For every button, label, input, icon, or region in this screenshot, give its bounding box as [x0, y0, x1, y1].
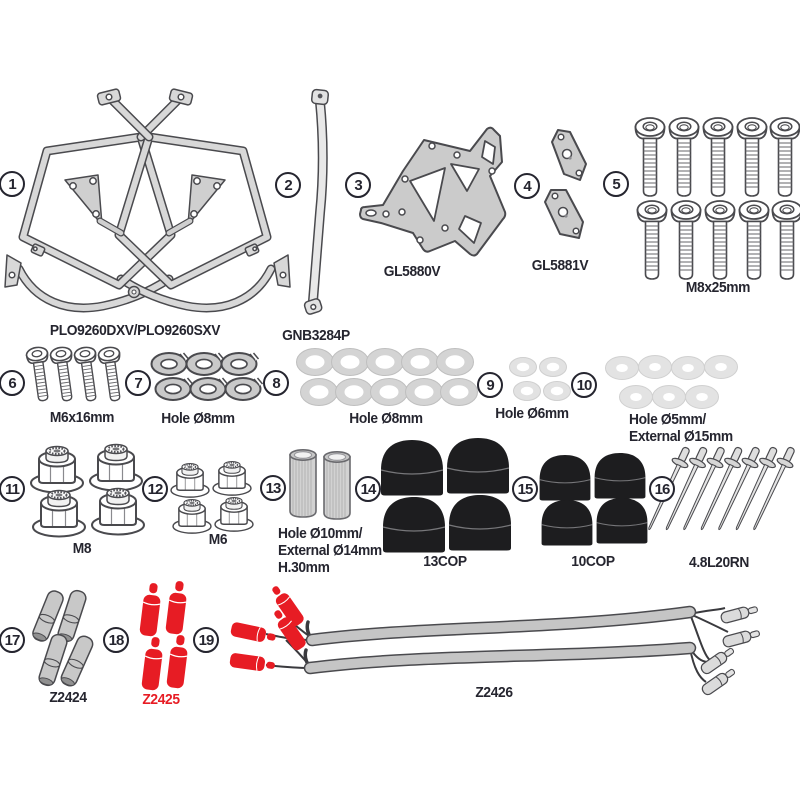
part-17-number: 17: [0, 627, 25, 653]
part-18-label: Z2425: [142, 691, 180, 708]
part-5-number: 5: [603, 171, 629, 197]
part-15-number: 15: [512, 476, 538, 502]
part-9-label: Hole Ø6mm: [495, 405, 569, 422]
part-6-drawing-bolts: [24, 345, 127, 403]
part-8-number: 8: [263, 370, 289, 396]
part-1-number: 1: [0, 171, 25, 197]
part-2-number: 2: [275, 172, 301, 198]
part-6-label: M6x16mm: [49, 409, 115, 426]
part-8-drawing-flat-washers: [296, 348, 478, 406]
part-13-drawing-spacer-tubes: [289, 448, 351, 520]
part-19-number: 19: [193, 627, 219, 653]
part-1-drawing-side-frames: [4, 88, 291, 313]
part-19-drawing-cables: [228, 582, 762, 698]
part-3-drawing-plate: [359, 126, 507, 257]
part-3-label: GL5880V: [383, 263, 441, 280]
part-14-number: 14: [355, 476, 381, 502]
part-2-label: GNB3284P: [282, 327, 350, 344]
part-13-number: 13: [260, 475, 286, 501]
part-15-drawing-caps-10cop: [539, 452, 648, 547]
part-12-number: 12: [142, 476, 168, 502]
part-11-number: 11: [0, 476, 25, 502]
part-18-number: 18: [103, 627, 129, 653]
part-9-drawing-small-washers: [509, 357, 571, 401]
part-12-label: M6: [208, 531, 228, 548]
part-11-drawing-m8-nuts: [30, 443, 145, 538]
part-3-number: 3: [345, 172, 371, 198]
part-10-label-line2: External Ø15mm: [629, 428, 733, 445]
part-12-drawing-m6-nuts: [170, 460, 254, 534]
part-17-label: Z2424: [49, 689, 87, 706]
part-4-number: 4: [514, 173, 540, 199]
part-4-label: GL5881V: [531, 257, 589, 274]
part-16-number: 16: [649, 476, 675, 502]
part-16-label: 4.8L20RN: [689, 554, 749, 571]
part-7-label: Hole Ø8mm: [161, 410, 235, 427]
part-7-drawing-spring-washers: [150, 351, 264, 402]
part-10-drawing-large-washers: [605, 355, 738, 409]
part-10-label-line1: Hole Ø5mm/: [629, 411, 706, 428]
part-14-label: 13COP: [423, 553, 467, 570]
part-2-drawing-strap: [303, 88, 330, 315]
part-13-label-line3: H.30mm: [278, 559, 330, 576]
part-19-label: Z2426: [475, 684, 513, 701]
part-11-label: M8: [72, 540, 92, 557]
part-5-label: M8x25mm: [685, 279, 751, 296]
part-13-label-line2: External Ø14mm: [278, 542, 382, 559]
part-5-drawing-bolts: [634, 117, 800, 280]
part-18-drawing-red-terminals: [138, 579, 191, 692]
part-16-drawing-rivets: [640, 443, 800, 534]
part-6-number: 6: [0, 370, 25, 396]
part-8-label: Hole Ø8mm: [349, 410, 423, 427]
part-15-label: 10COP: [571, 553, 615, 570]
part-10-number: 10: [571, 372, 597, 398]
part-4-drawing-brackets: [544, 129, 587, 239]
part-9-number: 9: [477, 372, 503, 398]
part-14-drawing-caps-13cop: [380, 437, 512, 554]
part-7-number: 7: [125, 370, 151, 396]
part-13-label-line1: Hole Ø10mm/: [278, 525, 363, 542]
part-1-label: PLO9260DXV/PLO9260SXV: [49, 322, 221, 339]
